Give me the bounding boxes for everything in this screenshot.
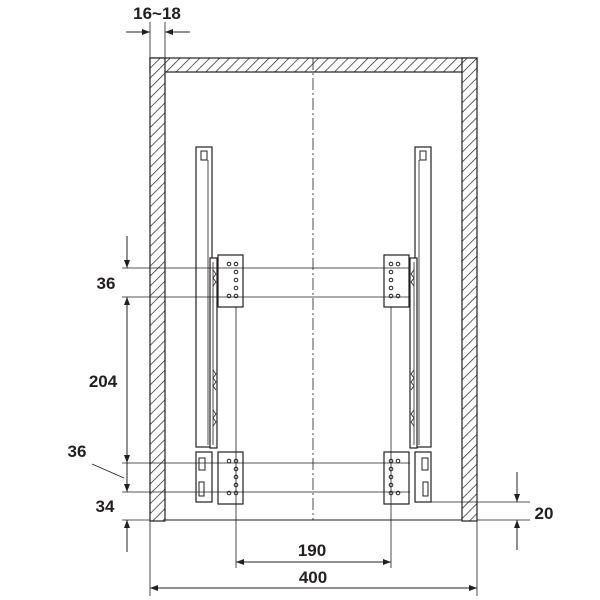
dim-inner-width: 190 xyxy=(236,541,391,565)
dim-side-thickness-label: 16~18 xyxy=(133,4,181,23)
cabinet-right-wall xyxy=(461,57,478,522)
dim-overall-width: 400 xyxy=(150,568,477,591)
reference-lines xyxy=(122,22,530,596)
dim-right-offset-label: 20 xyxy=(535,504,554,523)
cabinet-left-wall xyxy=(149,57,166,522)
left-bottom-bracket xyxy=(217,451,244,505)
dim-inner-width-label: 190 xyxy=(298,541,326,560)
cabinet-top-wall xyxy=(149,57,478,73)
left-top-bracket xyxy=(217,254,244,308)
dim-right-offset: 20 xyxy=(514,472,553,550)
left-runner xyxy=(195,146,218,503)
dim-overall-width-label: 400 xyxy=(299,568,327,587)
dim-bottom-offset-label: 34 xyxy=(96,497,115,516)
right-runner xyxy=(409,146,432,503)
cabinet-walls xyxy=(149,57,478,522)
dim-top-bracket-label: 36 xyxy=(97,274,116,293)
dim-left-chain: 36 204 36 34 xyxy=(68,236,130,552)
dim-side-thickness: 16~18 xyxy=(126,4,190,35)
right-bottom-bracket xyxy=(383,451,410,505)
dim-bottom-bracket-label: 36 xyxy=(68,442,87,461)
dim-bracket-spacing-label: 204 xyxy=(89,372,118,391)
right-top-bracket xyxy=(383,254,410,308)
